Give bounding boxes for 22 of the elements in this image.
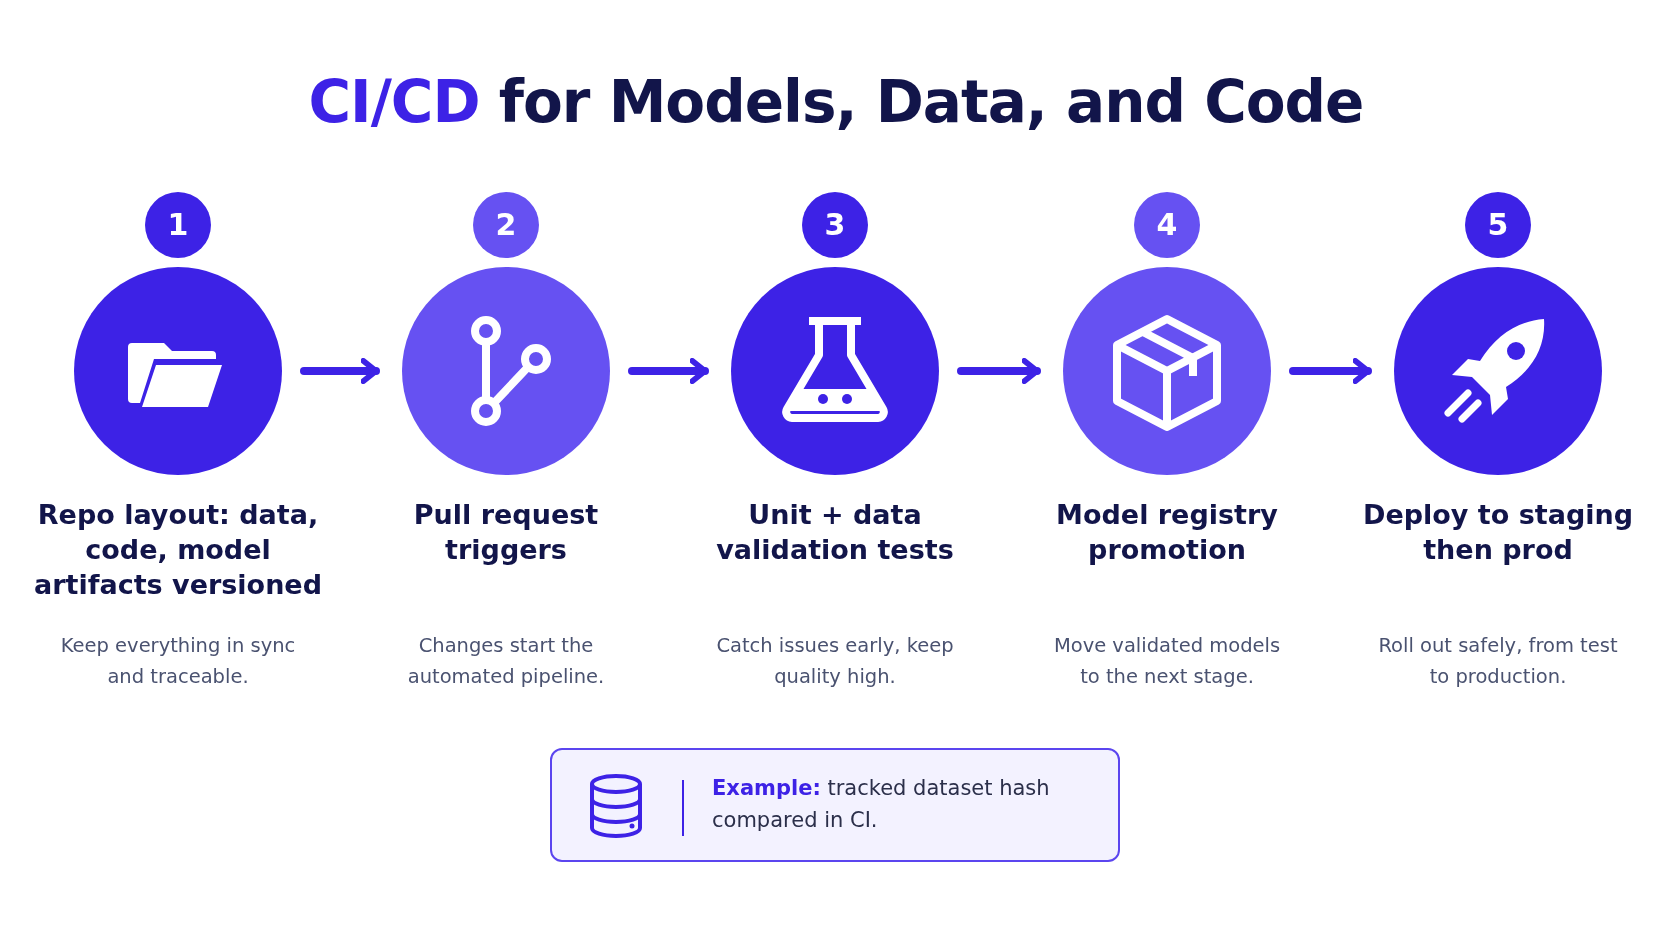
step-number-badge: 3 bbox=[802, 192, 868, 258]
step-heading: Deploy to staging then prod bbox=[1361, 498, 1634, 567]
arrow bbox=[628, 357, 709, 385]
step-description: Catch issues early, keep quality high. bbox=[715, 633, 955, 690]
arrow bbox=[300, 357, 380, 385]
step-description: Move validated models to the next stage. bbox=[1052, 633, 1282, 690]
step-description: Changes start the automated pipeline. bbox=[406, 633, 606, 690]
arrow bbox=[1289, 357, 1372, 385]
step-description: Keep everything in sync and traceable. bbox=[59, 633, 297, 690]
step-description: Roll out safely, from test to production. bbox=[1377, 633, 1619, 690]
step-heading: Unit + data validation tests bbox=[715, 498, 955, 567]
example-box bbox=[550, 748, 1120, 862]
step-number-badge: 4 bbox=[1134, 192, 1200, 258]
step-number-badge: 2 bbox=[473, 192, 539, 258]
step-number-badge: 1 bbox=[145, 192, 211, 258]
step-heading: Repo layout: data, code, model artifacts versioned bbox=[33, 498, 323, 602]
title: CI/CD for Models, Data, and Code bbox=[307, 68, 1365, 136]
step-heading: Model registry promotion bbox=[1055, 498, 1279, 567]
example-text: Example: tracked dataset hash compared in CI. bbox=[712, 775, 1051, 834]
step-number-badge: 5 bbox=[1465, 192, 1531, 258]
step-heading: Pull request triggers bbox=[412, 498, 600, 567]
arrow bbox=[957, 357, 1041, 385]
